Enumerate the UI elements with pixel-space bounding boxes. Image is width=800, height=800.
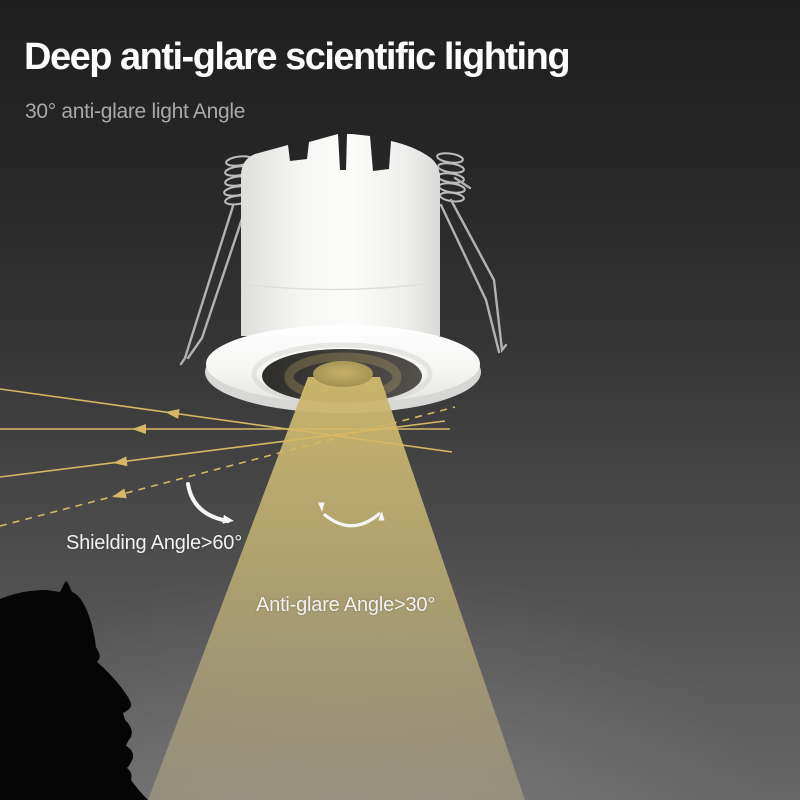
spring-clip-left <box>179 155 253 366</box>
ray-arrow-icon <box>112 488 127 499</box>
light-beam <box>148 377 525 800</box>
lens <box>313 361 373 387</box>
lamp-body <box>241 134 440 336</box>
beam-angle-arc-icon <box>318 502 385 528</box>
page-title: Deep anti-glare scientific lighting <box>24 36 571 78</box>
antiglare-angle-label: Anti-glare Angle>30° <box>256 594 436 616</box>
glare-rays <box>0 388 456 527</box>
ray-arrow-icon <box>165 408 180 419</box>
ray-arrow-icon <box>113 456 128 467</box>
lens-glow-ring <box>284 352 402 402</box>
glare-ray <box>0 406 456 527</box>
glare-ray <box>0 420 446 478</box>
shielding-angle-arrow-icon <box>186 482 234 524</box>
ray-arrow-icon <box>132 424 146 434</box>
shielding-angle-label: Shielding Angle>60° <box>66 532 243 554</box>
spring-clip-right <box>436 152 508 354</box>
lamp-body-seam <box>241 281 440 291</box>
page-subtitle: 30° anti-glare light Angle <box>25 100 246 123</box>
glare-ray <box>0 388 453 453</box>
head-silhouette <box>0 581 148 800</box>
